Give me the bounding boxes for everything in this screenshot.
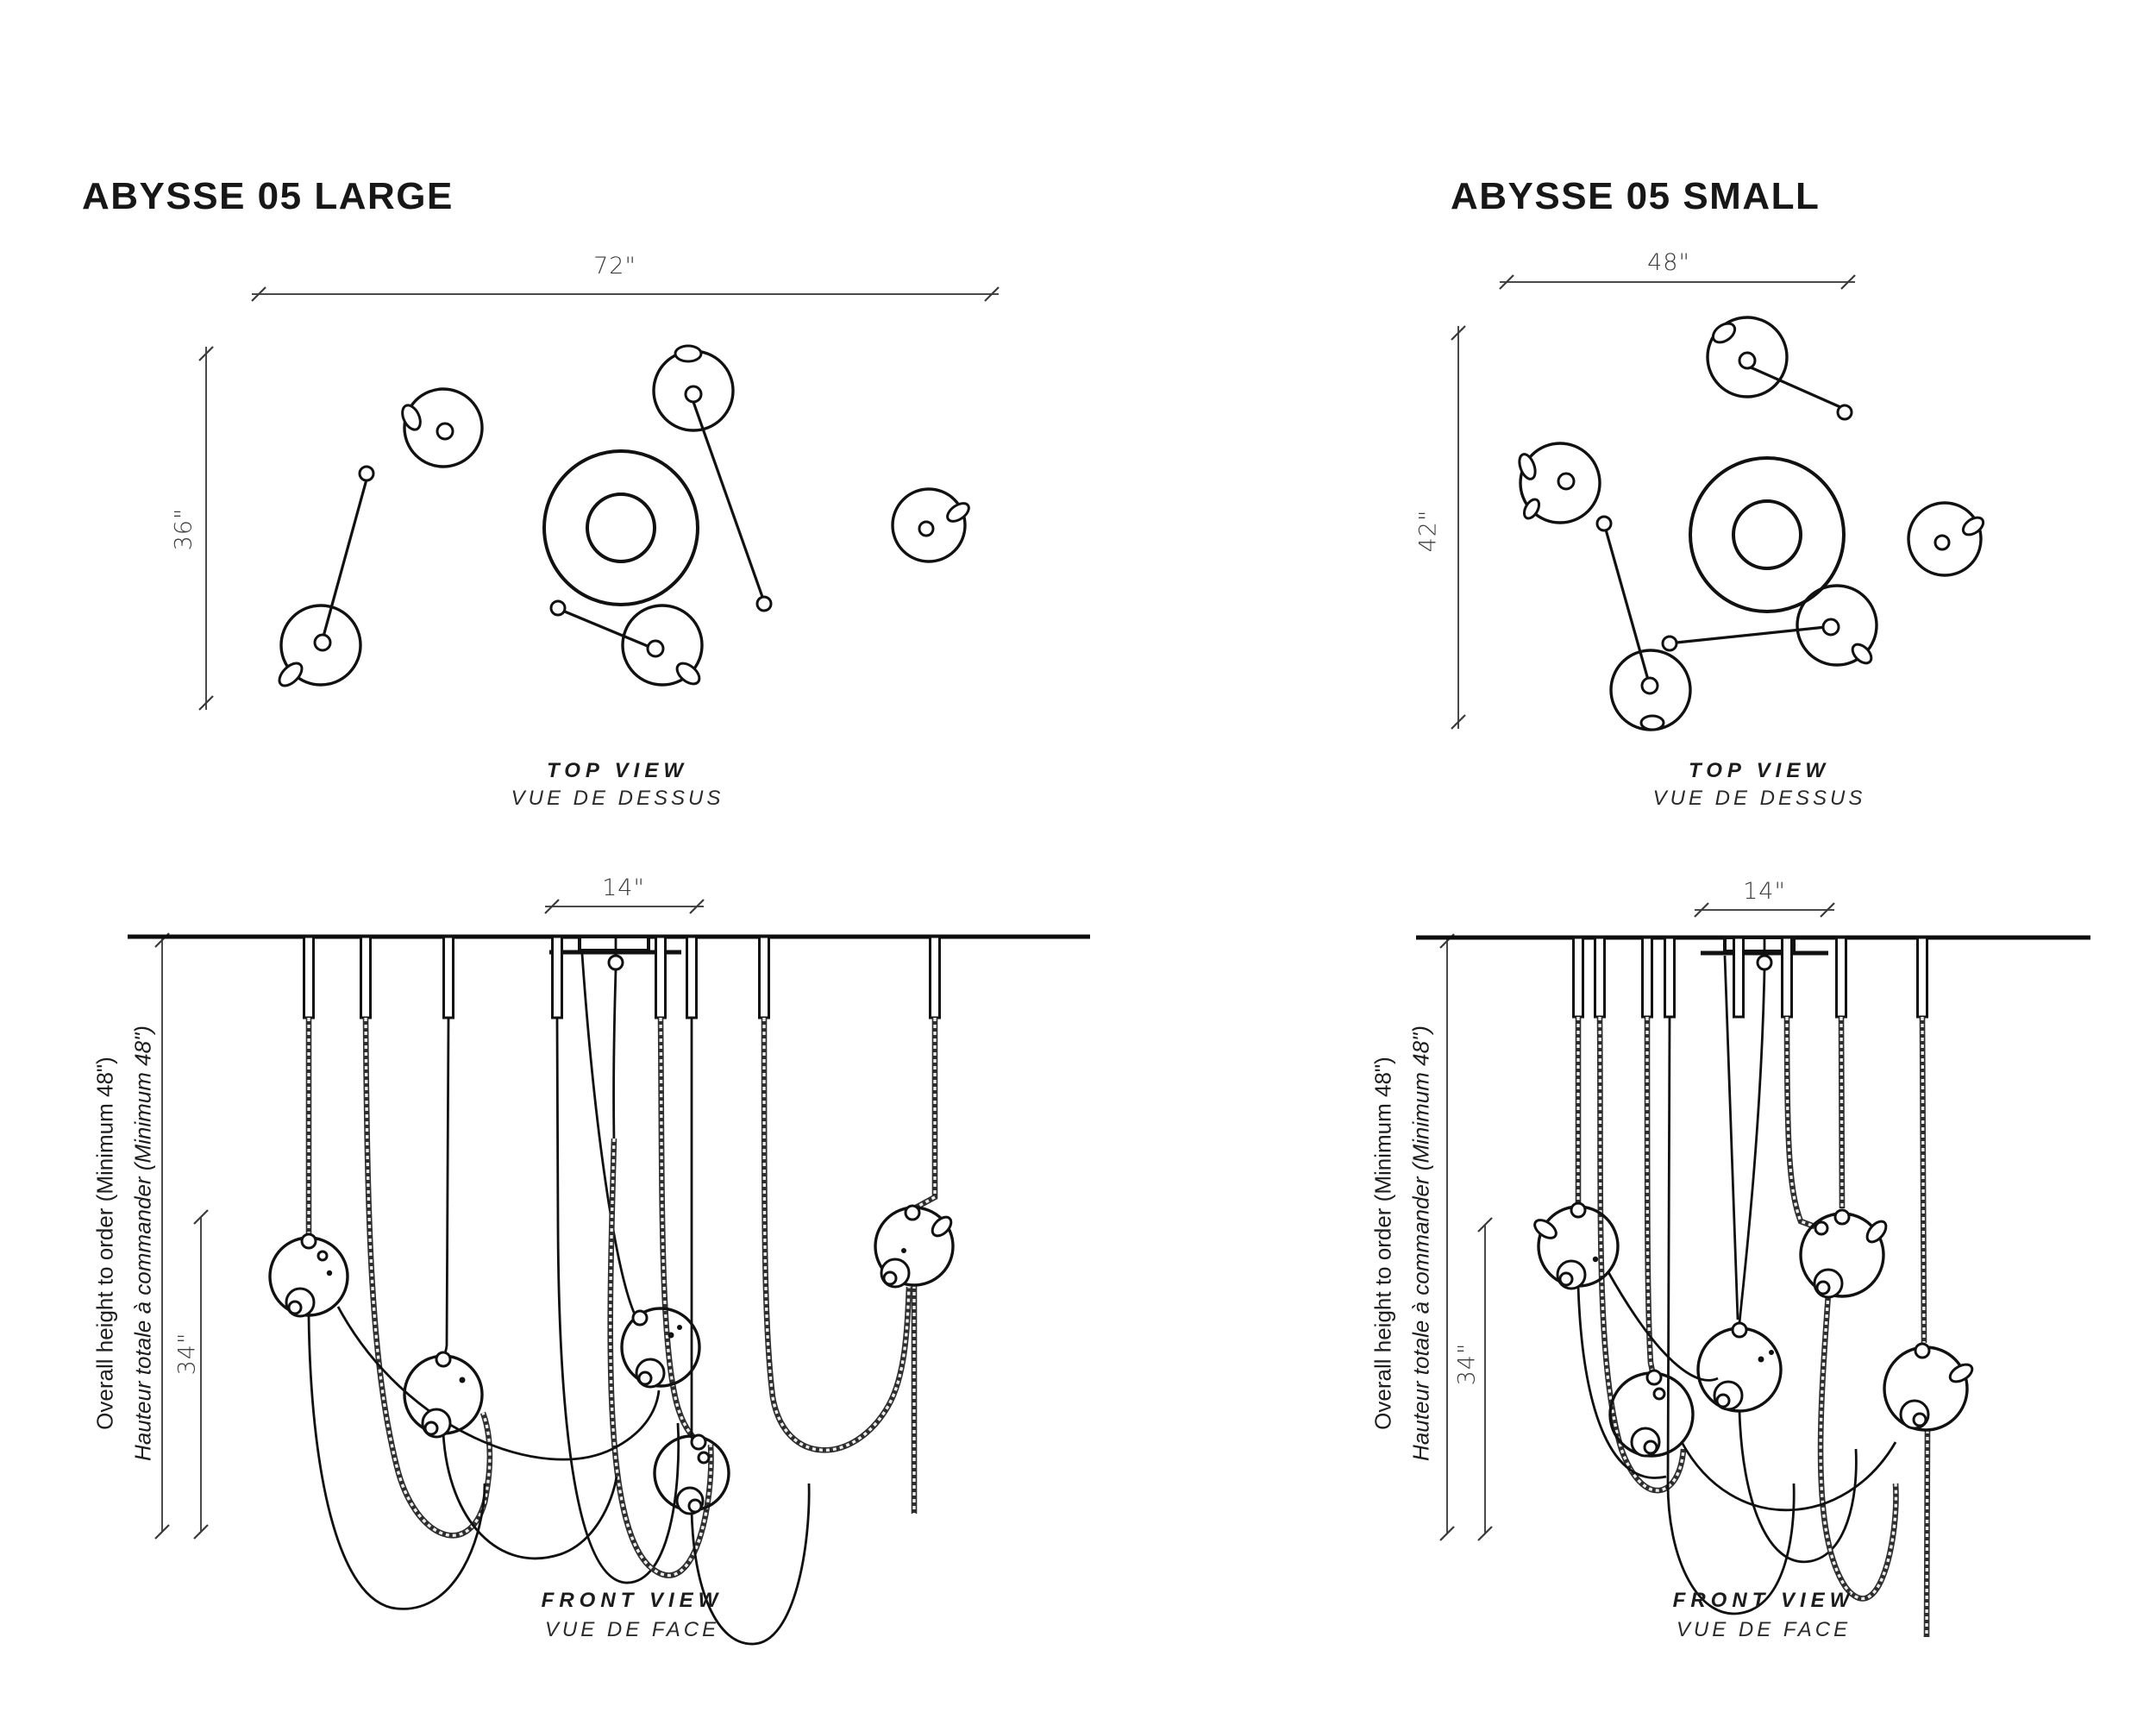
dim-label-canopy-small: 14" <box>1743 878 1786 905</box>
caption-top-view-fr-large: VUE DE DESSUS <box>511 787 724 810</box>
canopy-front-small <box>1701 936 1828 971</box>
caption-front-view-en-small: FRONT VIEW <box>1672 1589 1855 1612</box>
canopy-top-large <box>542 449 699 606</box>
drop-dimension-large <box>193 1209 209 1540</box>
height-note-en-large: Overall height to order (Minimum 48") <box>91 1057 118 1430</box>
sphere <box>621 604 704 687</box>
height-note-fr-large: Hauteur totale à commander (Minimum 48") <box>129 1026 156 1461</box>
caption-front-view-en-large: FRONT VIEW <box>541 1589 724 1612</box>
sphere <box>1907 501 1985 577</box>
sphere <box>1533 1201 1620 1290</box>
sphere <box>620 1307 701 1389</box>
cable-end-ring <box>1595 515 1613 532</box>
sphere <box>891 487 970 563</box>
sphere <box>401 387 484 468</box>
width-dimension-line-small <box>1499 274 1856 290</box>
sphere <box>653 1433 730 1515</box>
height-note-en-small: Overall height to order (Minimum 48") <box>1369 1057 1396 1430</box>
dim-label-depth-large: 36" <box>170 507 197 551</box>
sphere <box>874 1204 955 1289</box>
cables-top-small <box>1604 366 1841 681</box>
dim-label-canopy-large: 14" <box>602 875 645 901</box>
canopy-top-small <box>1689 456 1846 613</box>
cables-front-large <box>305 953 938 1646</box>
caption-top-view-en-large: TOP VIEW <box>546 759 688 782</box>
height-note-fr-small: Hauteur totale à commander (Minimum 48") <box>1407 1026 1434 1461</box>
canopy-dimension-line-large <box>544 899 705 914</box>
canopy-front-large <box>549 935 681 971</box>
caption-front-view-fr-large: VUE DE FACE <box>544 1618 720 1641</box>
sphere <box>1706 316 1789 398</box>
depth-dimension-line-large <box>198 346 214 711</box>
canopy-dimension-line-small <box>1694 902 1835 918</box>
dim-label-depth-small: 42" <box>1414 509 1442 553</box>
sphere <box>1799 1208 1888 1299</box>
sphere <box>1696 1321 1783 1413</box>
dim-label-width-large: 72" <box>593 253 636 279</box>
overall-height-dimension-large <box>154 932 170 1540</box>
drop-dimension-small <box>1477 1217 1493 1541</box>
top-view-drawing-small <box>1451 274 1985 731</box>
depth-dimension-line-small <box>1451 325 1466 730</box>
dim-label-drop-small: 34" <box>1453 1342 1481 1386</box>
caption-top-view-en-small: TOP VIEW <box>1688 759 1830 782</box>
front-view-drawing-small <box>1416 902 2090 1638</box>
sphere <box>1608 1369 1695 1458</box>
top-view-drawing-large <box>198 286 1000 711</box>
sphere <box>1796 584 1878 667</box>
cable-end-ring <box>1661 635 1678 652</box>
cables-front-small <box>1575 955 1931 1638</box>
dim-label-width-small: 48" <box>1647 249 1690 276</box>
sphere <box>268 1233 349 1318</box>
width-dimension-line-large <box>251 286 1000 302</box>
title-large: ABYSSE 05 LARGE <box>82 175 454 217</box>
caption-top-view-fr-small: VUE DE DESSUS <box>1652 787 1866 810</box>
sphere <box>652 344 735 432</box>
sphere <box>1883 1342 1974 1432</box>
cable-end-ring <box>358 465 375 482</box>
suspension-rods-small <box>1572 936 1928 1019</box>
sphere <box>1609 649 1692 731</box>
front-view-drawing-large <box>128 899 1090 1646</box>
cable-end-ring <box>1836 404 1853 421</box>
sphere <box>403 1351 484 1439</box>
dim-label-drop-large: 34" <box>173 1332 201 1376</box>
caption-front-view-fr-small: VUE DE FACE <box>1676 1618 1852 1641</box>
sphere <box>278 604 362 687</box>
cables-top-large <box>320 401 764 650</box>
sphere <box>1518 442 1601 524</box>
title-small: ABYSSE 05 SMALL <box>1451 175 1821 217</box>
cable-end-ring <box>549 599 567 617</box>
cable-end-ring <box>755 595 773 612</box>
overall-height-dimension-small <box>1439 933 1455 1541</box>
